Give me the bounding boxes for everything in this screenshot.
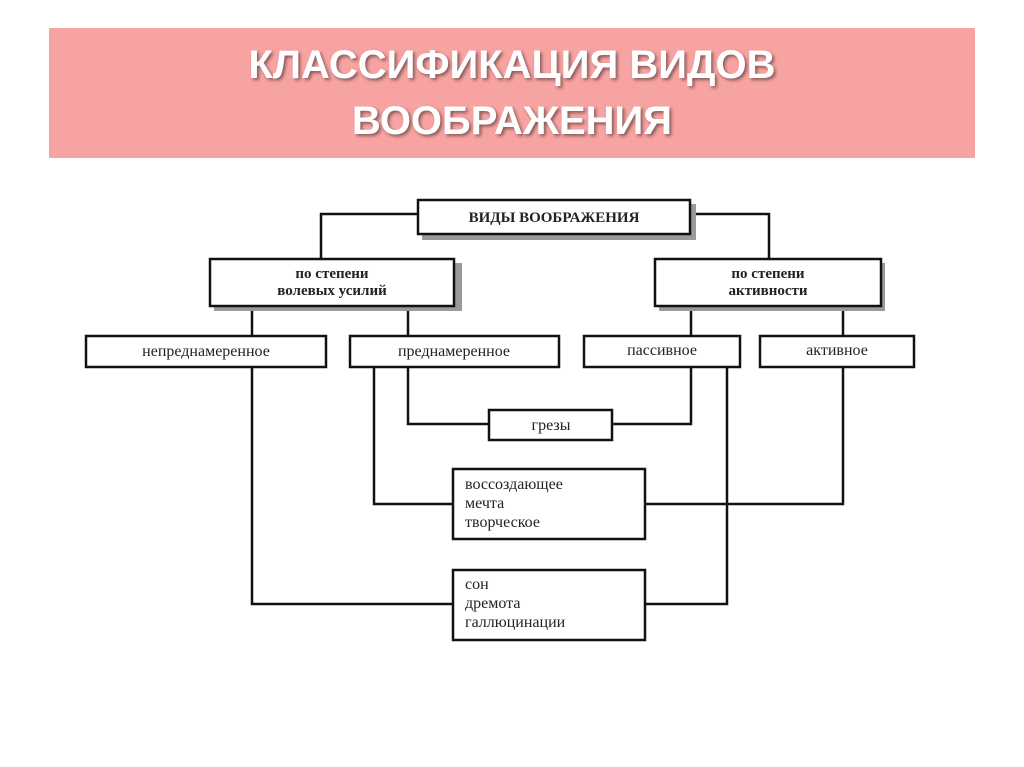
connector-root-will: [319, 212, 418, 259]
node-root-label: ВИДЫ ВООБРАЖЕНИЯ: [469, 210, 640, 226]
node-intentional: преднамеренное: [348, 334, 561, 369]
node-passive: пассивное: [582, 334, 742, 369]
node-active-label: активное: [806, 342, 868, 359]
node-daydreams: грезы: [487, 408, 614, 442]
connector-unintentional-sleep: [250, 367, 453, 606]
node-intentional-label: преднамеренное: [398, 343, 510, 360]
connector-active-creative: [645, 367, 845, 506]
node-root: ВИДЫ ВООБРАЖЕНИЯ: [416, 198, 696, 240]
connector-root-activity: [690, 212, 771, 259]
node-unintentional: непреднамеренное: [84, 334, 328, 369]
connector-intentional-creative: [372, 367, 453, 506]
node-daydreams-label: грезы: [532, 417, 571, 434]
connector-passive-daydreams: [612, 367, 693, 426]
node-active: активное: [758, 334, 916, 369]
connectors: [250, 212, 845, 606]
slide-title: КЛАССИФИКАЦИЯ ВИДОВ ВООБРАЖЕНИЯ: [248, 43, 776, 143]
node-passive-label: пассивное: [627, 342, 697, 359]
connector-intentional-daydreams: [406, 367, 489, 426]
title-bar: КЛАССИФИКАЦИЯ ВИДОВ ВООБРАЖЕНИЯ: [49, 28, 975, 158]
node-unintentional-label: непреднамеренное: [142, 343, 270, 360]
connector-passive-sleep: [645, 367, 729, 606]
